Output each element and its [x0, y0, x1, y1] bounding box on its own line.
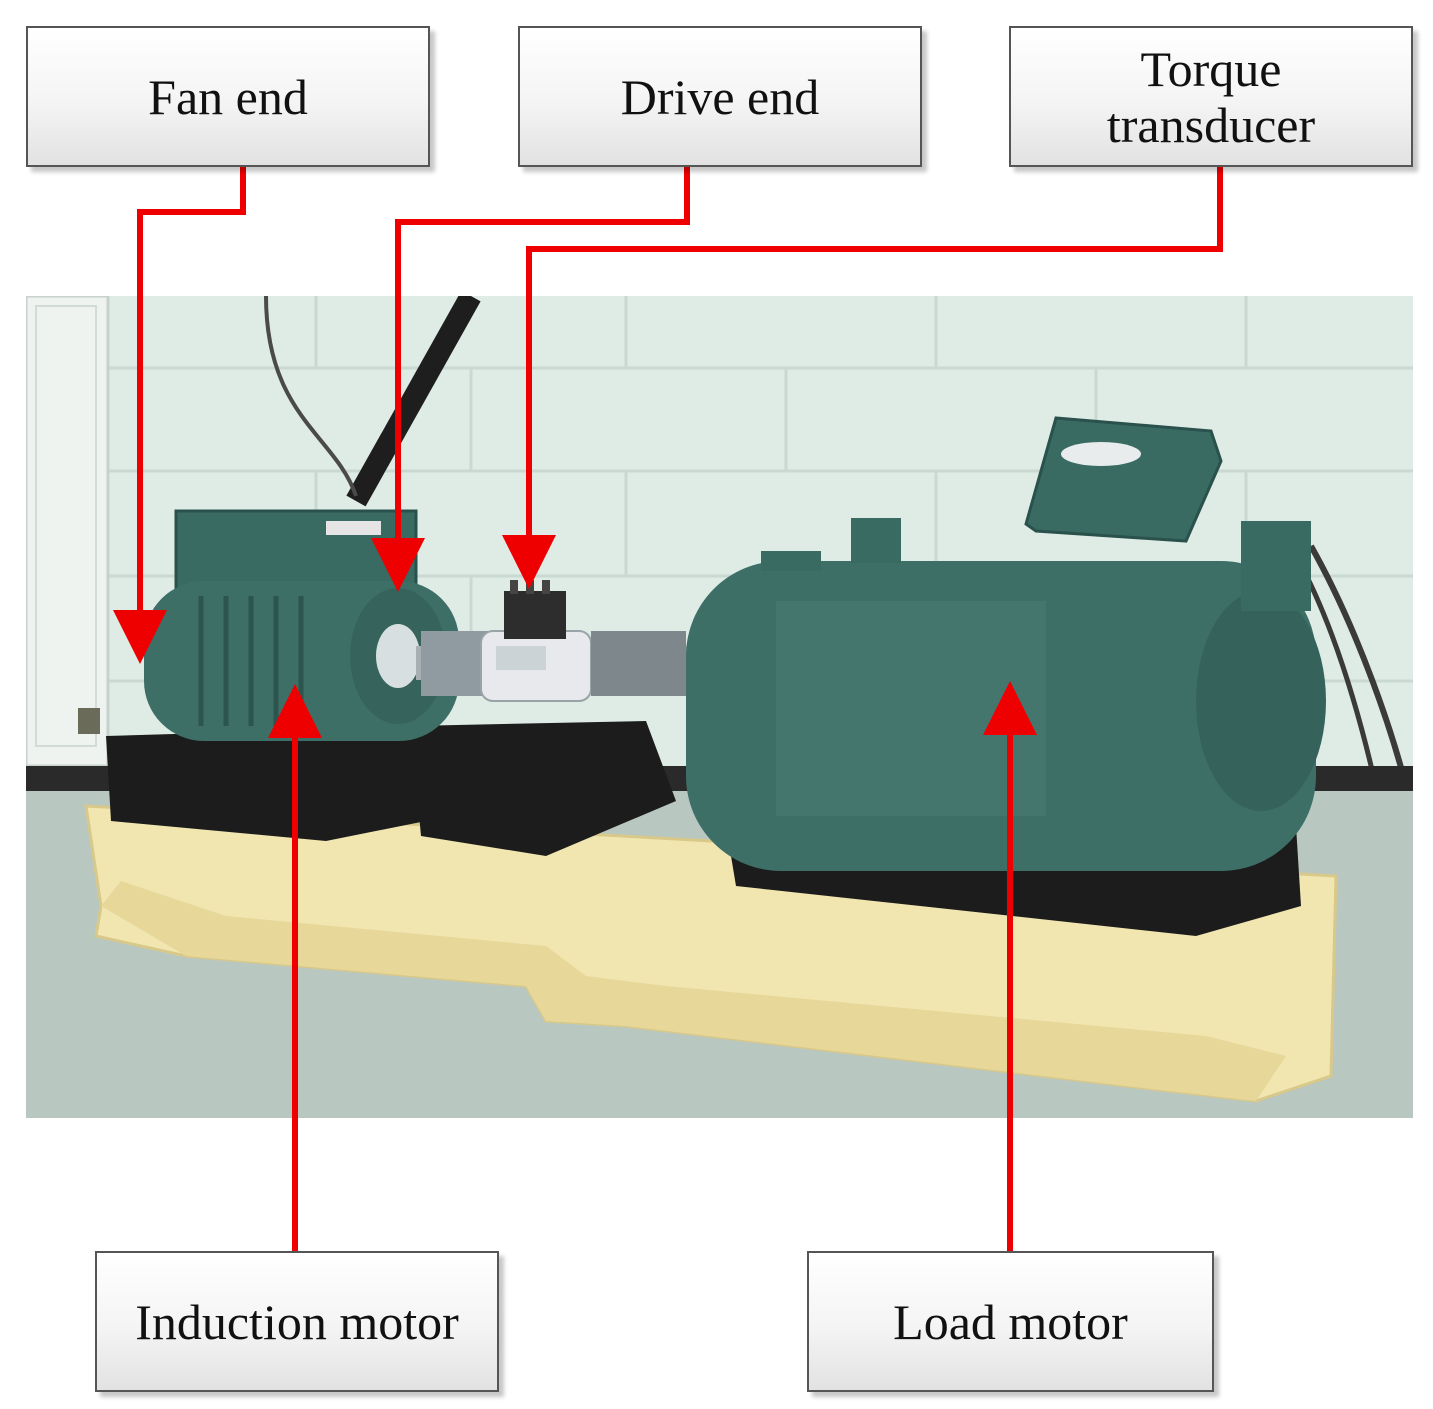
- drive-end-label: Drive end: [620, 68, 820, 125]
- drive-end-label-box: Drive end: [518, 26, 922, 167]
- transducer-mount: [411, 721, 676, 856]
- load-motor-terminal-box: [1024, 416, 1223, 543]
- coupling-right: [591, 631, 686, 696]
- load-motor-label-box: Load motor: [807, 1251, 1214, 1392]
- load-motor-label: Load motor: [893, 1293, 1128, 1350]
- torque-transducer-label-line2: transducer: [1106, 96, 1316, 153]
- fan-end-label: Fan end: [148, 68, 308, 125]
- load-motor-end-bell: [1196, 591, 1326, 811]
- torque-transducer-label-line1: Torque: [1140, 40, 1282, 97]
- induction-motor-label-box: Induction motor: [95, 1251, 499, 1392]
- test-rig-photo: [26, 296, 1413, 1118]
- torque-transducer-label-box: Torque transducer: [1009, 26, 1413, 167]
- fan-end-label-box: Fan end: [26, 26, 430, 167]
- induction-motor-mount: [106, 726, 451, 841]
- induction-motor-label: Induction motor: [135, 1293, 459, 1350]
- coupling-left: [421, 631, 491, 696]
